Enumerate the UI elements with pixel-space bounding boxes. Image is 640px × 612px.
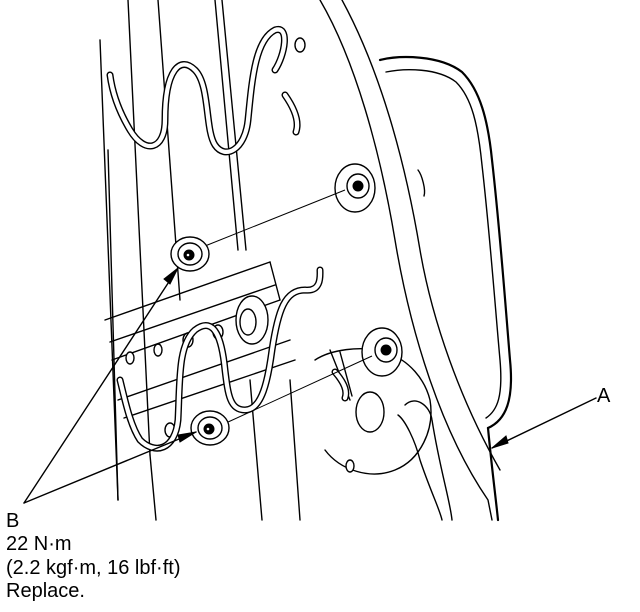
part-a-side-cover [378, 56, 513, 522]
mounting-stud-upper [334, 163, 376, 213]
alignment-lines [199, 189, 373, 429]
torque-spec-nm: 22 N·m [6, 533, 72, 555]
flange-nut-upper-icon [170, 236, 210, 272]
lower-bracket [314, 348, 453, 521]
lower-spring-wire [116, 266, 350, 452]
callout-a-label: A [597, 385, 611, 407]
flange-nut-lower-icon [190, 410, 230, 446]
seat-back-frame [99, 0, 501, 521]
replace-note: Replace. [6, 580, 85, 602]
callout-b-label: B [6, 510, 20, 532]
leader-lines [23, 267, 597, 504]
torque-spec-alt: (2.2 kgf·m, 16 lbf·ft) [6, 557, 181, 579]
mounting-stud-lower [361, 327, 403, 377]
lower-crossbar [104, 261, 296, 438]
upper-spring-wire [106, 26, 306, 156]
